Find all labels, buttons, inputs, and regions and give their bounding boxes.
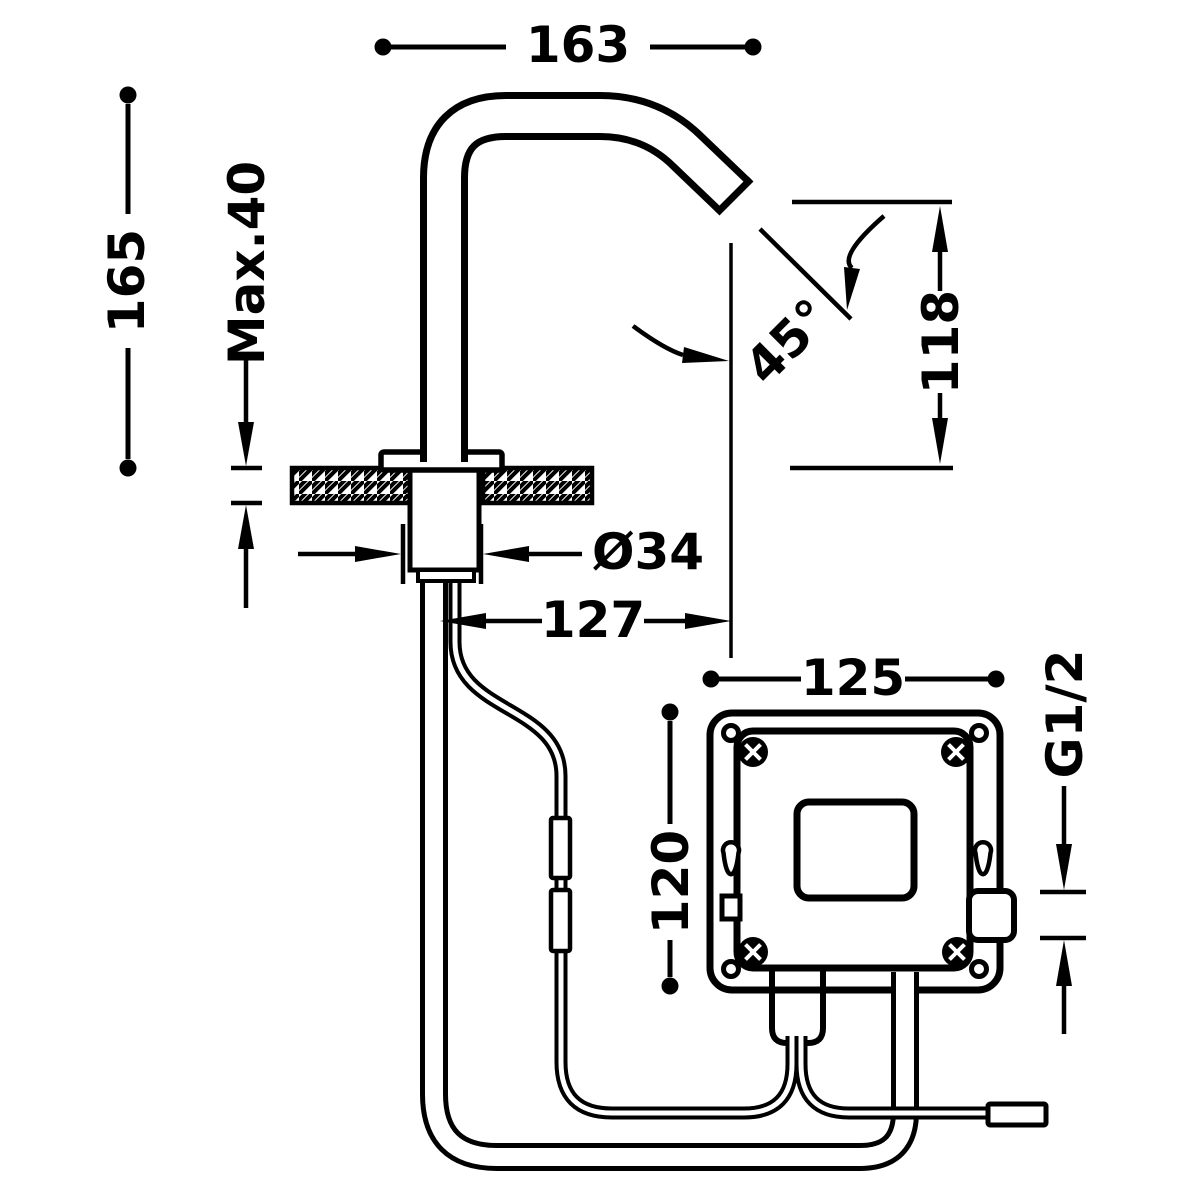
screw-icon-bottom-right	[942, 937, 972, 967]
dim-label-box-width: 125	[801, 649, 905, 707]
sensor-cable	[448, 578, 990, 1120]
dim-outlet-offset: 127	[440, 243, 733, 658]
spout-tip-face	[714, 176, 754, 216]
side-tab	[719, 893, 743, 922]
dim-label-outlet-offset: 127	[541, 591, 645, 649]
keyhole-slot-left	[723, 842, 739, 874]
dim-label-spout-reach: 163	[526, 16, 630, 74]
shank-step	[416, 568, 476, 583]
inline-connector-upper	[548, 815, 573, 881]
backplate-hole-bottom-left	[721, 959, 741, 979]
dim-label-outlet-angle: 45°	[734, 288, 842, 396]
dim-outlet-angle: 45°	[631, 214, 886, 396]
dim-outlet-thread: G1/2	[1036, 650, 1094, 1034]
mounting-shank	[407, 465, 482, 573]
screw-icon-top-left	[738, 737, 768, 767]
dim-outlet-height: 118	[790, 199, 970, 471]
dim-label-outlet-thread: G1/2	[1036, 650, 1094, 779]
sensor-plug	[985, 1101, 1049, 1128]
backplate-hole-top-right	[969, 723, 989, 743]
dim-label-spout-height: 165	[98, 229, 156, 333]
backplate-hole-bottom-right	[969, 959, 989, 979]
dim-box-width: 125	[702, 649, 1005, 707]
inline-connector-lower	[548, 887, 573, 954]
sensor-window	[793, 798, 918, 902]
deck-slab-right	[480, 465, 595, 506]
dim-label-outlet-height: 118	[912, 290, 970, 394]
outlet-connector-g12	[966, 888, 1017, 943]
dim-label-shank-diameter: Ø34	[592, 523, 704, 581]
control-box	[706, 709, 1017, 994]
dim-label-box-height: 120	[642, 830, 700, 934]
keyhole-slot-right	[975, 842, 991, 874]
deck-slab-left	[289, 465, 413, 506]
backplate-hole-top-left	[721, 723, 741, 743]
counter-deck-section	[289, 465, 595, 506]
dim-deck-thickness: Max.40	[218, 161, 276, 608]
spout-bore	[427, 99, 746, 462]
supply-hose	[420, 576, 919, 1171]
screw-icon-bottom-left	[738, 937, 768, 967]
dim-label-deck-thickness: Max.40	[218, 161, 276, 365]
faucet	[378, 92, 754, 583]
dim-box-height: 120	[642, 703, 700, 995]
dim-shank-diameter: Ø34	[298, 523, 704, 584]
screw-icon-top-right	[941, 737, 971, 767]
dim-spout-height: 165	[98, 86, 156, 477]
dim-spout-reach: 163	[374, 16, 762, 74]
